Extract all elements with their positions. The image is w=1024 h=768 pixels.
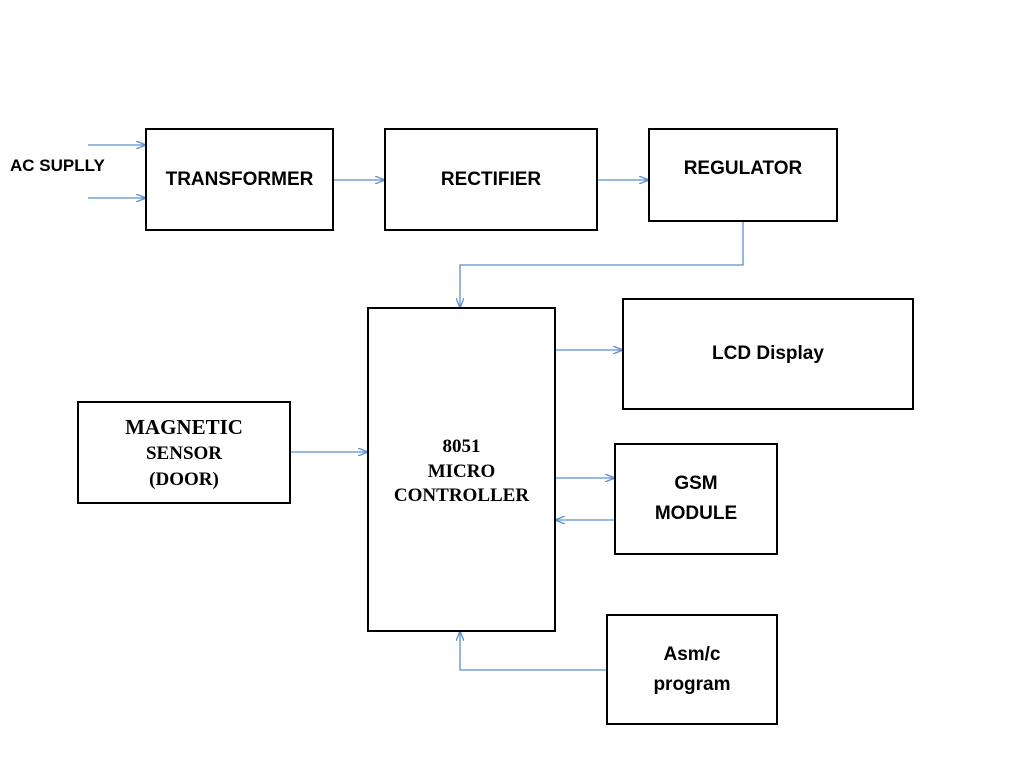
gsm-module-label-line1: GSM [674, 472, 718, 494]
regulator-block: REGULATOR [648, 128, 838, 222]
regulator-label: REGULATOR [683, 158, 803, 179]
program-label-line2: program [653, 673, 731, 695]
ac-supply-label: AC SUPLLY [10, 156, 105, 175]
arrow-regulator-to-microcontroller [460, 222, 744, 307]
microcontroller-label-line3: CONTROLLER [393, 485, 530, 507]
microcontroller-label-line2: MICRO [427, 460, 496, 482]
rectifier-label: RECTIFIER [440, 168, 542, 190]
transformer-label: TRANSFORMER [165, 168, 314, 190]
program-block: Asm/c program [606, 614, 778, 725]
rectifier-block: RECTIFIER [384, 128, 598, 231]
microcontroller-label-line1: 8051 [442, 436, 481, 457]
magnetic-sensor-label-line2: SENSOR [145, 443, 223, 465]
arrow-program-to-microcontroller [460, 632, 606, 671]
program-label-line1: Asm/c [663, 644, 721, 666]
gsm-module-block: GSM MODULE [614, 443, 778, 555]
magnetic-sensor-block: MAGNETIC SENSOR (DOOR) [77, 401, 291, 504]
lcd-display-block: LCD Display [622, 298, 914, 410]
microcontroller-block: 8051 MICRO CONTROLLER [367, 307, 556, 632]
lcd-display-label: LCD Display [712, 343, 824, 364]
magnetic-sensor-label-line3: (DOOR) [149, 468, 219, 490]
gsm-module-label-line2: MODULE [654, 503, 738, 524]
magnetic-sensor-label-line1: MAGNETIC [125, 414, 243, 439]
transformer-block: TRANSFORMER [145, 128, 334, 231]
